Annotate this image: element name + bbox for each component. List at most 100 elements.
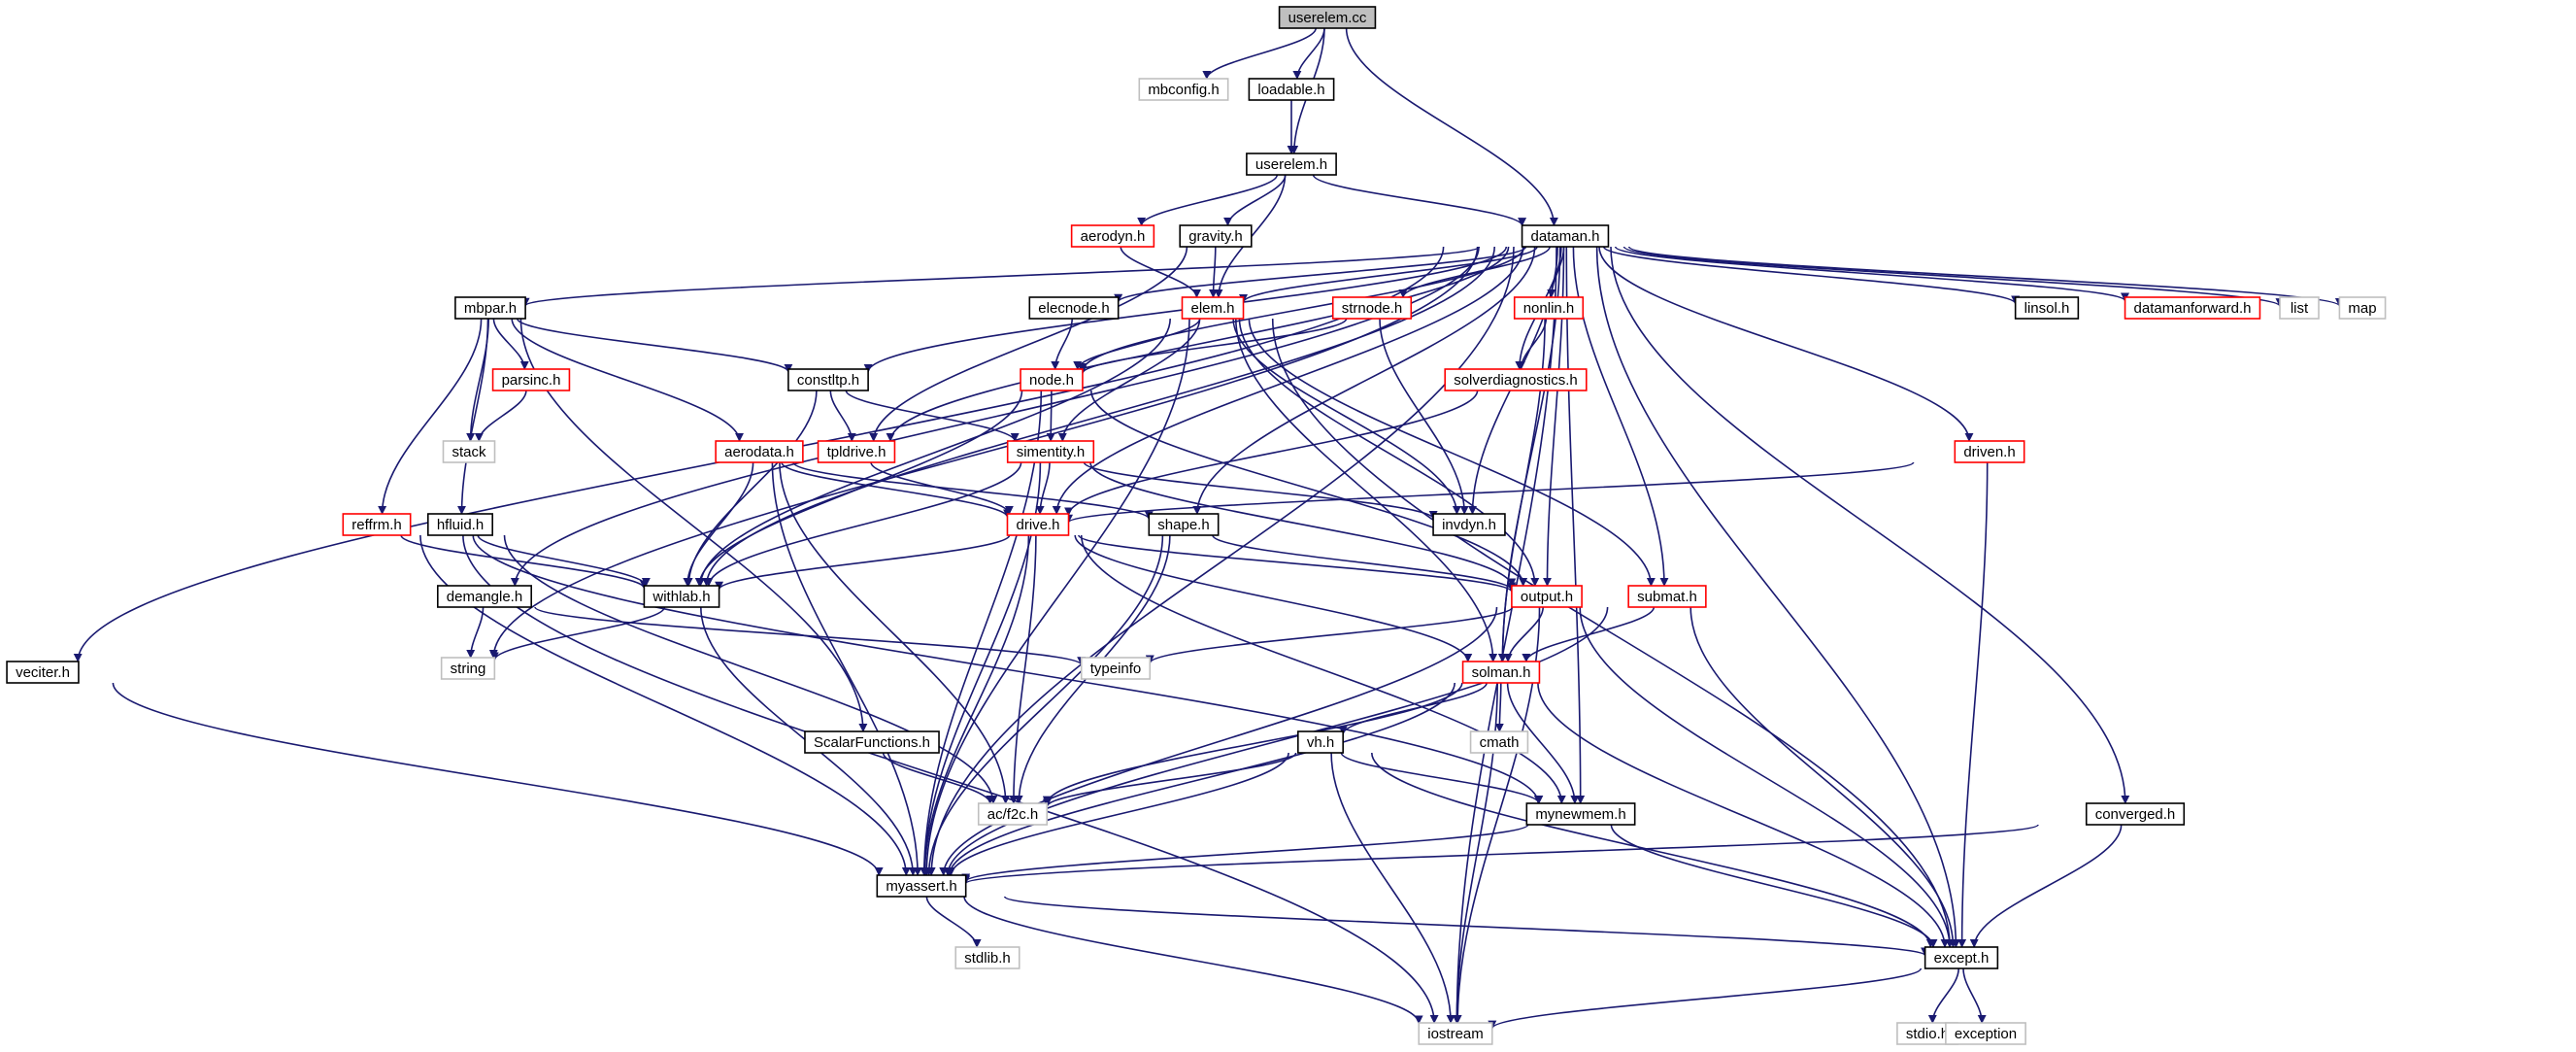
node-userelem-cc[interactable]: userelem.cc [1278,6,1377,29]
node-driven-h[interactable]: driven.h [1954,440,2025,463]
edge-mbpar-h-to-constltp-h [517,318,793,373]
node-aerodyn-h[interactable]: aerodyn.h [1070,224,1155,248]
node-label: myassert.h [886,878,956,895]
node-label: exception [1955,1026,2017,1042]
edge-shape-h-to-myassert-h [924,534,1164,876]
node-converged-h[interactable]: converged.h [2085,802,2186,826]
node-demangle-h[interactable]: demangle.h [436,585,533,608]
edge-reffrm-h-to-mynewmem-h [472,534,1543,804]
node-box [2014,296,2080,320]
node-solman-h[interactable]: solman.h [1461,661,1541,684]
edge-node-h-to-withlab-h [694,390,1023,587]
edge-aerodata-h-to-drive-h [781,461,1012,519]
edge-elem-h-to-withlab-h [695,318,1171,587]
node-parsinc-h[interactable]: parsinc.h [491,368,571,391]
edge-tpldrive-h-to-drive-h [870,461,1014,515]
node-typeinfo[interactable]: typeinfo [1080,657,1152,680]
node-label: linsol.h [2024,300,2070,317]
node-simentity-h[interactable]: simentity.h [1006,440,1095,463]
edge-elem-h-to-simentity-h [1057,318,1201,442]
node-label: mynewmem.h [1535,806,1625,823]
edge-dataman-h-to-datamanforward-h [1614,246,2129,302]
node-label: gravity.h [1188,228,1243,245]
edge-elem-h-to-node-h [1073,318,1201,370]
node-hfluid-h[interactable]: hfluid.h [427,513,493,536]
node-node-h[interactable]: node.h [1020,368,1084,391]
node-box [2279,296,2320,320]
node-dataman-h[interactable]: dataman.h [1521,224,1610,248]
node-cmath[interactable]: cmath [1469,730,1529,754]
node-stdio-h[interactable]: stdio.h [1896,1022,1958,1045]
node-box [1945,1022,2026,1045]
node-strnode-h[interactable]: strnode.h [1331,296,1413,320]
node-tpldrive-h[interactable]: tpldrive.h [817,440,896,463]
node-linsol-h[interactable]: linsol.h [2014,296,2080,320]
node-aerodata-h[interactable]: aerodata.h [715,440,804,463]
node-mbpar-h[interactable]: mbpar.h [454,296,526,320]
edge-dataman-h-to-string [488,246,1479,659]
node-box [2085,802,2186,826]
nodes-layer: userelem.cc mbconfig.h loadable.h userelem.… [6,6,2387,1045]
node-vh-h[interactable]: vh.h [1297,730,1344,754]
node-solverdiagnostics-h[interactable]: solverdiagnostics.h [1444,368,1588,391]
node-label: reffrm.h [351,517,401,533]
node-box [1432,513,1506,536]
node-label: loadable.h [1257,82,1324,98]
node-elecnode-h[interactable]: elecnode.h [1028,296,1120,320]
node-stack[interactable]: stack [442,440,496,463]
edge-drive-h-to-output-h [1078,534,1517,594]
node-constltp-h[interactable]: constltp.h [787,368,869,391]
node-label: stdio.h [1906,1026,1949,1042]
edge-reffrm-h-to-iostream [462,534,1439,1024]
node-except-h[interactable]: except.h [1924,946,1999,969]
node-list[interactable]: list [2279,296,2320,320]
edge-userelem-h-to-gravity-h [1223,174,1287,226]
node-box [491,368,571,391]
node-scalarfunctions-h[interactable]: ScalarFunctions.h [804,730,940,754]
node-label: parsinc.h [502,372,561,389]
node-stdlib-h[interactable]: stdlib.h [954,946,1020,969]
node-box [6,661,80,684]
edge-shape-h-to-output-h [1212,534,1517,592]
node-label: ac/f2c.h [987,806,1039,823]
node-reffrm-h[interactable]: reffrm.h [342,513,412,536]
node-submat-h[interactable]: submat.h [1627,585,1707,608]
edge-mbpar-h-to-reffrm-h [378,318,483,515]
node-label: output.h [1521,589,1573,605]
node-invdyn-h[interactable]: invdyn.h [1432,513,1506,536]
edge-simentity-h-to-invdyn-h [1083,461,1438,520]
node-nonlin-h[interactable]: nonlin.h [1513,296,1585,320]
node-label: drive.h [1016,517,1059,533]
node-iostream[interactable]: iostream [1418,1022,1493,1045]
node-veciter-h[interactable]: veciter.h [6,661,80,684]
node-elem-h[interactable]: elem.h [1181,296,1245,320]
node-label: mbconfig.h [1148,82,1219,98]
node-drive-h[interactable]: drive.h [1006,513,1070,536]
node-label: vh.h [1307,734,1334,751]
node-label: driven.h [1963,444,2015,460]
node-shape-h[interactable]: shape.h [1148,513,1220,536]
node-string[interactable]: string [440,657,496,680]
edge-demangle-h-to-typeinfo [534,606,1086,666]
node-mbconfig-h[interactable]: mbconfig.h [1138,78,1229,101]
node-label: except.h [1934,950,1990,967]
node-myassert-h[interactable]: myassert.h [876,874,967,898]
edge-mbpar-h-to-parsinc-h [492,318,529,370]
node-box [876,874,967,898]
node-map[interactable]: map [2338,296,2387,320]
node-box [643,585,720,608]
node-label: simentity.h [1017,444,1086,460]
node-mynewmem-h[interactable]: mynewmem.h [1525,802,1636,826]
node-exception[interactable]: exception [1945,1022,2026,1045]
node-output-h[interactable]: output.h [1511,585,1583,608]
node-datamanforward-h[interactable]: datamanforward.h [2124,296,2261,320]
edge-submat-h-to-except-h [1689,606,1957,948]
edge-drive-h-to-mynewmem-h [1080,534,1566,804]
node-loadable-h[interactable]: loadable.h [1248,78,1335,101]
node-box [1521,224,1610,248]
edge-simentity-h-to-output-h [1089,461,1517,588]
node-userelem-h[interactable]: userelem.h [1246,153,1337,176]
node-ac-f2c-h[interactable]: ac/f2c.h [977,802,1049,826]
node-gravity-h[interactable]: gravity.h [1179,224,1253,248]
node-withlab-h[interactable]: withlab.h [643,585,720,608]
